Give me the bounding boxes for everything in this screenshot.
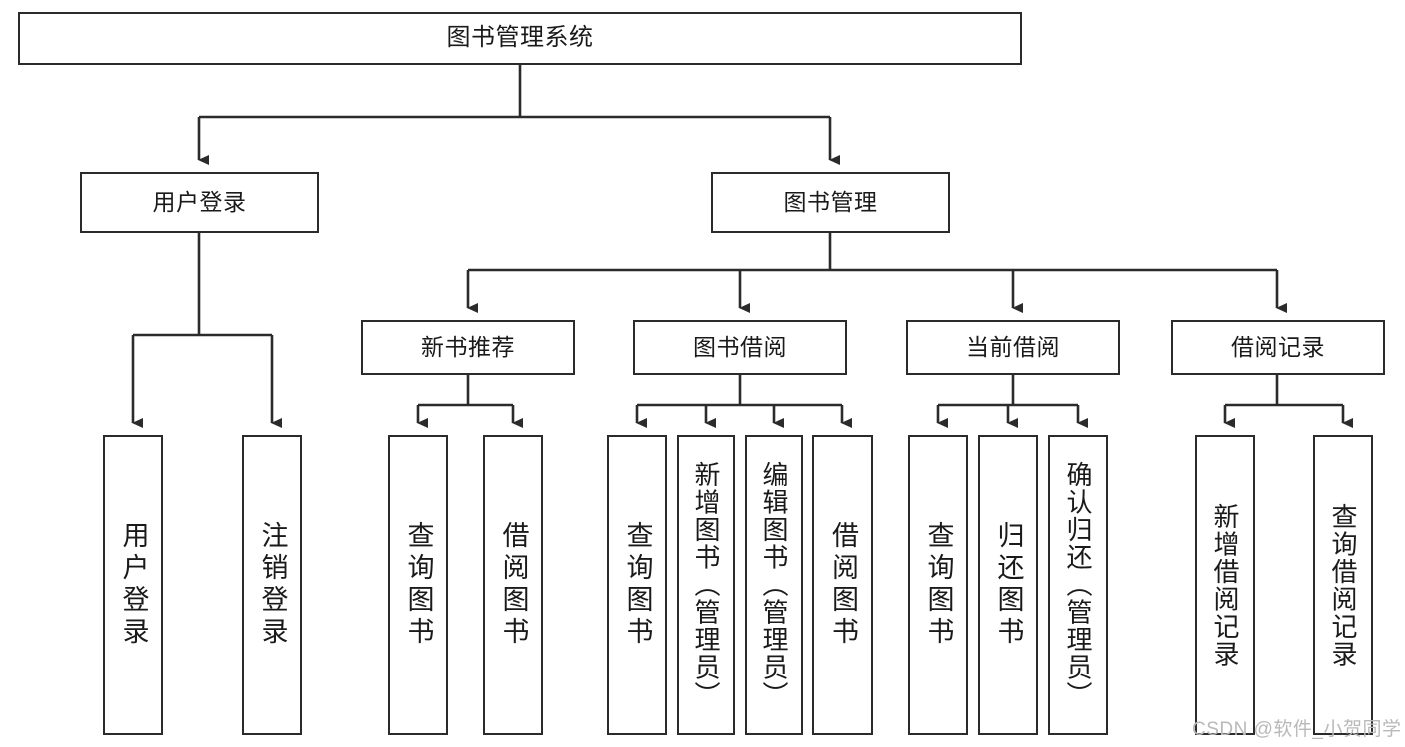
node-borrow-record[interactable]: 借阅记录: [1171, 320, 1385, 375]
node-label: 图书管理: [783, 188, 878, 215]
node-label: 确认归还（管理员）: [1063, 461, 1093, 709]
node-label: 查询借阅记录: [1328, 502, 1358, 668]
node-label: 新增借阅记录: [1210, 502, 1240, 668]
node-root-book-management-system[interactable]: 图书管理系统: [18, 12, 1022, 65]
node-label: 用户登录: [152, 188, 247, 215]
node-label: 编辑图书（管理员）: [759, 461, 789, 709]
node-label: 当前借阅: [966, 333, 1060, 360]
node-label: 新增图书（管理员）: [691, 461, 721, 709]
node-label: 借阅图书: [828, 521, 858, 649]
node-label: 用户登录: [118, 521, 149, 649]
node-leaf-add-borrow-record[interactable]: 新增借阅记录: [1195, 435, 1255, 735]
node-label: 查询图书: [923, 521, 954, 649]
node-leaf-borrow-book-recommend[interactable]: 借阅图书: [483, 435, 543, 735]
node-label: 借阅记录: [1231, 333, 1325, 360]
node-leaf-borrow-book[interactable]: 借阅图书: [812, 435, 873, 735]
node-label: 新书推荐: [421, 333, 515, 360]
node-leaf-query-book-borrow[interactable]: 查询图书: [607, 435, 667, 735]
node-label: 查询图书: [622, 521, 653, 649]
node-label: 归还图书: [993, 521, 1024, 649]
node-leaf-return-book[interactable]: 归还图书: [978, 435, 1038, 735]
csdn-watermark: CSDN @软件_小贺同学: [1192, 719, 1402, 740]
node-leaf-query-book-current[interactable]: 查询图书: [908, 435, 968, 735]
node-label: 查询图书: [403, 521, 434, 649]
node-label: 图书管理系统: [446, 24, 594, 52]
node-leaf-edit-book-admin[interactable]: 编辑图书（管理员）: [745, 435, 803, 735]
node-book-borrow[interactable]: 图书借阅: [633, 320, 847, 375]
node-leaf-add-book-admin[interactable]: 新增图书（管理员）: [677, 435, 735, 735]
node-label: 图书借阅: [693, 333, 787, 360]
node-leaf-logout[interactable]: 注销登录: [242, 435, 302, 735]
node-label: 注销登录: [257, 521, 288, 649]
node-new-book-recommend[interactable]: 新书推荐: [361, 320, 575, 375]
node-leaf-confirm-return-admin[interactable]: 确认归还（管理员）: [1048, 435, 1108, 735]
node-leaf-query-borrow-record[interactable]: 查询借阅记录: [1313, 435, 1373, 735]
node-leaf-query-book-recommend[interactable]: 查询图书: [388, 435, 448, 735]
node-label: 借阅图书: [498, 521, 529, 649]
node-user-login[interactable]: 用户登录: [80, 172, 319, 233]
node-leaf-user-login[interactable]: 用户登录: [103, 435, 163, 735]
node-book-management[interactable]: 图书管理: [711, 172, 950, 233]
node-current-borrow[interactable]: 当前借阅: [906, 320, 1120, 375]
